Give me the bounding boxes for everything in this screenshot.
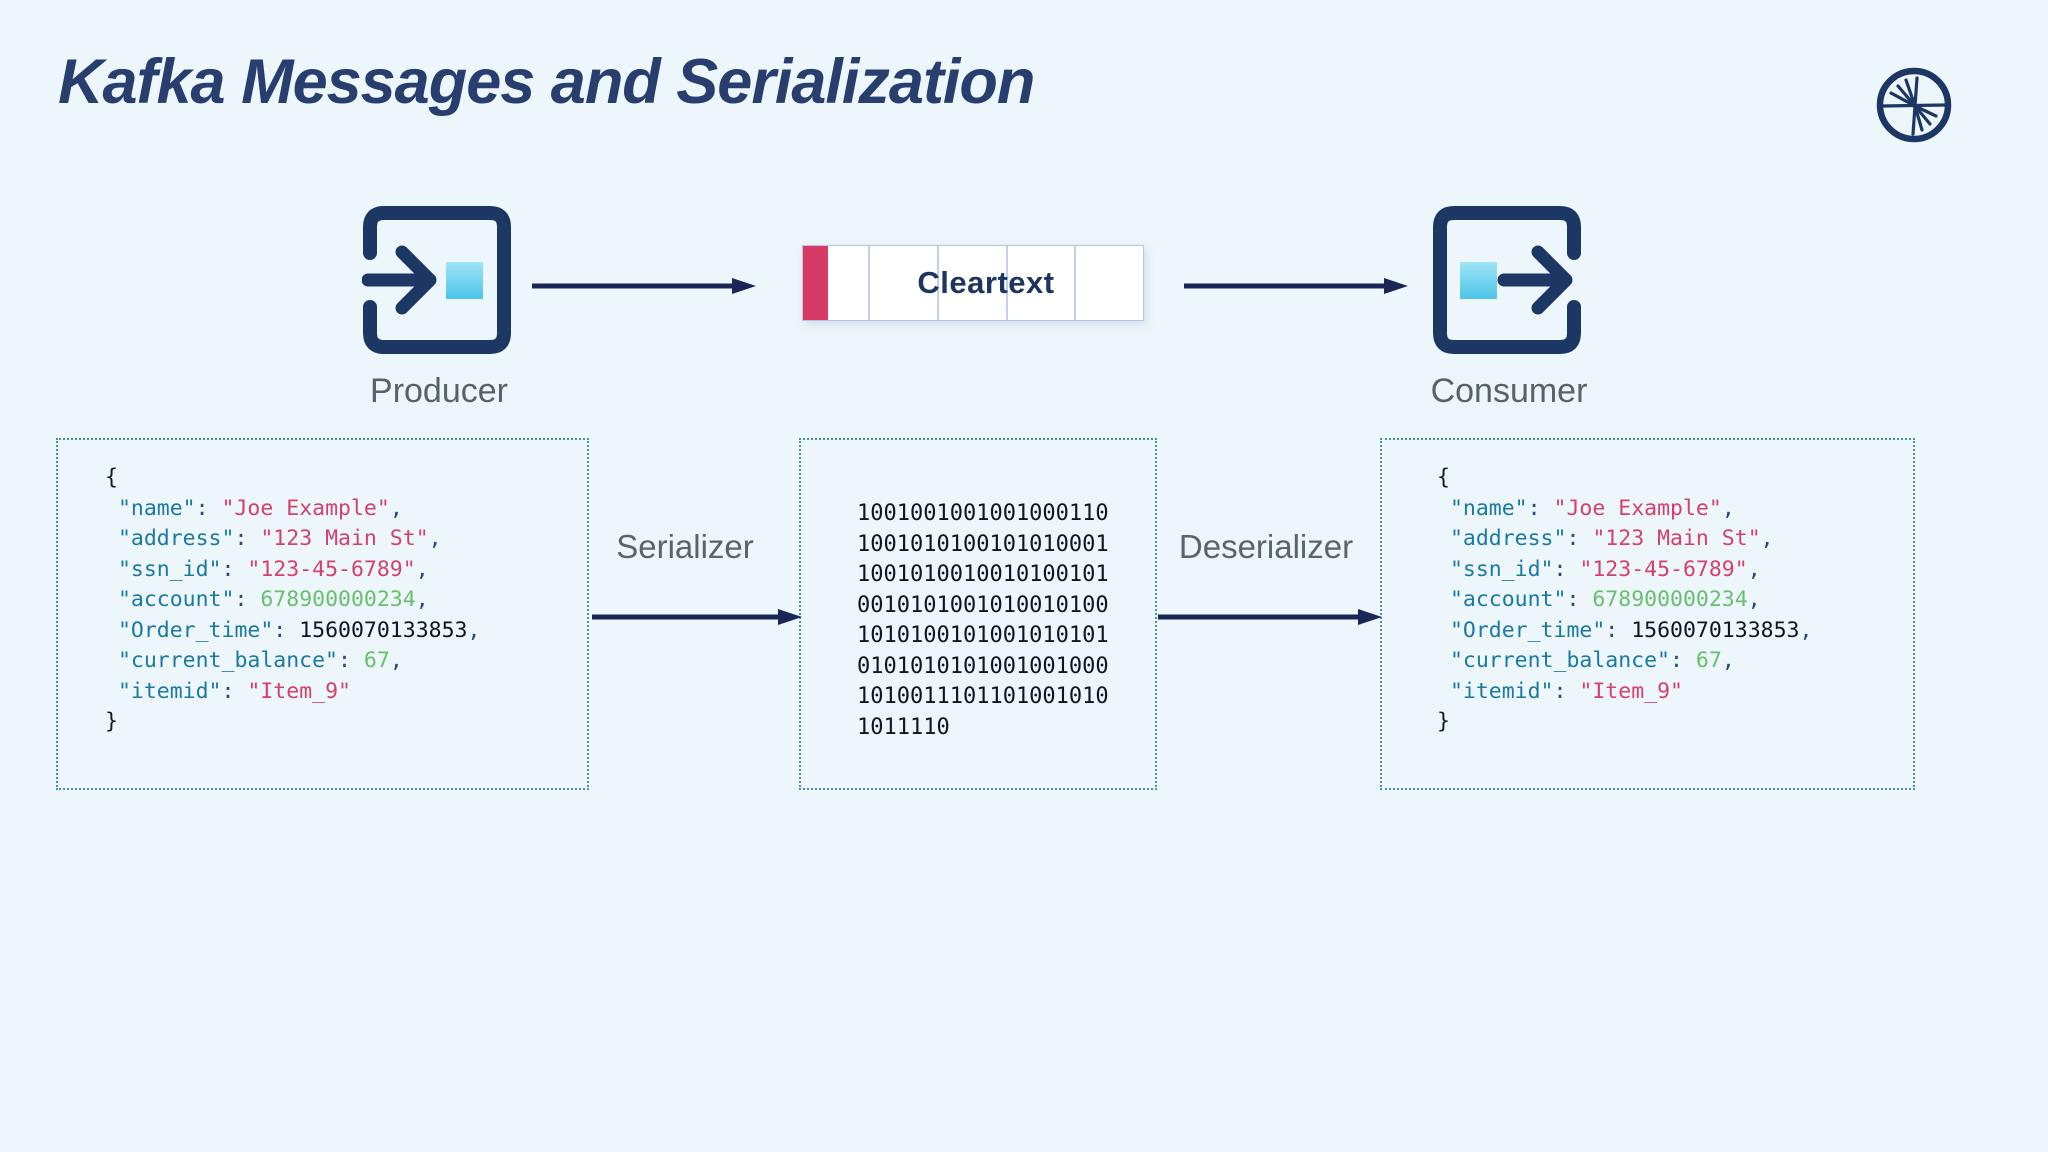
serializer-label: Serializer <box>616 528 754 565</box>
kafka-topic-box: Cleartext <box>802 245 1144 321</box>
consumer-json-record: { "name": "Joe Example", "address": "123… <box>1437 465 1813 734</box>
topic-to-consumer-arrow <box>1184 278 1408 294</box>
message-segment-red <box>803 246 828 320</box>
consumer-icon <box>1433 206 1581 354</box>
cell-divider <box>868 246 870 320</box>
deserializer-arrow <box>1158 609 1382 625</box>
cell-divider <box>1074 246 1076 320</box>
cell-divider <box>937 246 939 320</box>
confluent-logo-icon <box>1876 67 1952 143</box>
deserializer-label: Deserializer <box>1178 528 1354 565</box>
producer-icon <box>362 206 511 354</box>
page-title: Kafka Messages and Serialization <box>58 47 1035 117</box>
serialized-bytes-box <box>799 438 1157 790</box>
cleartext-label: Cleartext <box>917 265 1055 300</box>
consumer-record-box <box>1380 438 1915 790</box>
producer-json-record: { "name": "Joe Example", "address": "123… <box>105 465 481 734</box>
producer-record-box <box>56 438 589 790</box>
consumer-label: Consumer <box>1430 372 1588 410</box>
producer-label: Producer <box>370 372 508 410</box>
cell-divider <box>1006 246 1008 320</box>
serializer-arrow <box>592 609 802 625</box>
producer-to-topic-arrow <box>532 278 756 294</box>
